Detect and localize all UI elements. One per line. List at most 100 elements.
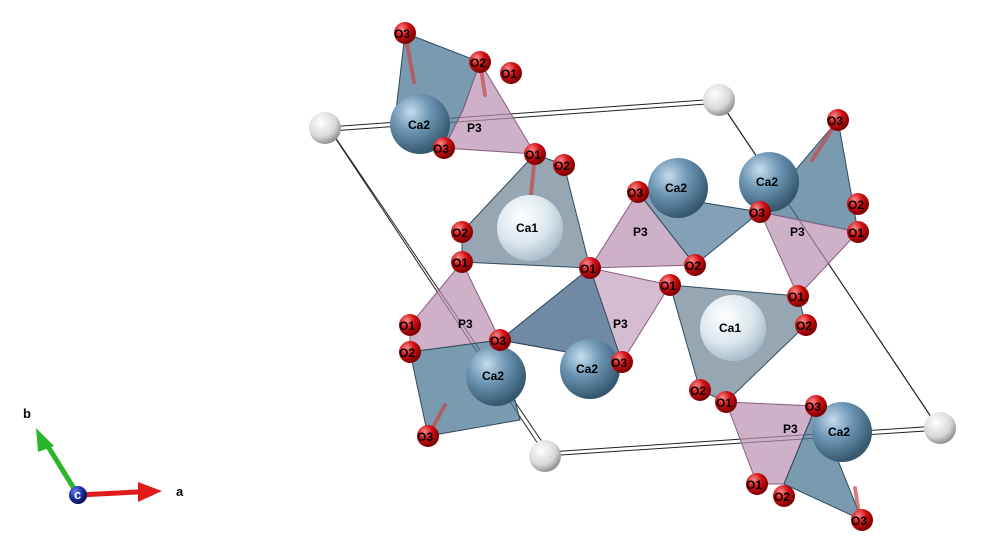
label-ca2: Ca2 [408, 118, 430, 132]
label-o3: O3 [611, 356, 627, 370]
label-o2: O2 [690, 384, 706, 398]
label-o1: O1 [525, 148, 541, 162]
label-ca1: Ca1 [719, 321, 741, 335]
label-ca1: Ca1 [516, 221, 538, 235]
label-o2: O2 [452, 226, 468, 240]
label-o3: O3 [394, 27, 410, 41]
o1-atom[interactable] [451, 251, 473, 273]
ca2-atoms [390, 94, 872, 462]
axis-b-arrowhead [36, 428, 54, 452]
o3-atom[interactable] [417, 425, 439, 447]
label-o2: O2 [399, 346, 415, 360]
corner-atom[interactable] [924, 412, 956, 444]
label-o3: O3 [417, 430, 433, 444]
axis-a-line [75, 489, 141, 498]
o1-atom[interactable] [659, 274, 681, 296]
label-ca2: Ca2 [482, 369, 504, 383]
ca1-atom[interactable] [700, 295, 766, 361]
ca1-atoms [497, 195, 766, 361]
o1-atom[interactable] [524, 143, 546, 165]
o3-atom[interactable] [851, 509, 873, 531]
label-ca2: Ca2 [828, 425, 850, 439]
ca2-atom[interactable] [648, 158, 708, 218]
axis-c-ball [69, 486, 87, 504]
label-o1: O1 [399, 319, 415, 333]
o3-atom[interactable] [394, 22, 416, 44]
label-o1: O1 [746, 478, 762, 492]
p3-tetrahedron [759, 211, 859, 297]
label-o3: O3 [749, 206, 765, 220]
label-o3: O3 [805, 400, 821, 414]
label-o1: O1 [788, 290, 804, 304]
ca2-atom[interactable] [560, 339, 620, 399]
label-o2: O2 [685, 259, 701, 273]
ca2-polyhedron [783, 404, 863, 521]
label-o3: O3 [827, 114, 843, 128]
o2-atom[interactable] [553, 154, 575, 176]
oxygen-atoms [394, 22, 873, 531]
o3-atom[interactable] [827, 109, 849, 131]
corner-atom[interactable] [309, 112, 341, 144]
ca2-atom[interactable] [812, 402, 872, 462]
o1-atom[interactable] [500, 62, 522, 84]
axis-b-line [41, 437, 81, 498]
label-p3: P3 [790, 225, 805, 239]
label-o2: O2 [848, 198, 864, 212]
ca1-atom[interactable] [497, 195, 563, 261]
o3-atom[interactable] [489, 329, 511, 351]
o3-atom[interactable] [433, 137, 455, 159]
o1-atom[interactable] [847, 221, 869, 243]
atom-labels: O3 O2 O1 Ca2 P3 O3 O1 O2 O3 Ca2 Ca2 O3 O… [394, 27, 867, 528]
o1-atom[interactable] [399, 314, 421, 336]
o2-atom[interactable] [795, 314, 817, 336]
label-o3: O3 [490, 334, 506, 348]
axis-b-label: b [23, 406, 31, 421]
o2-atom[interactable] [847, 193, 869, 215]
o1-atom[interactable] [715, 391, 737, 413]
label-o2: O2 [774, 490, 790, 504]
label-o1: O1 [716, 396, 732, 410]
label-o2: O2 [470, 56, 486, 70]
o3-atom[interactable] [749, 201, 771, 223]
corner-atom[interactable] [703, 84, 735, 116]
label-p3: P3 [613, 317, 628, 331]
label-o1: O1 [660, 279, 676, 293]
o3-atom[interactable] [805, 395, 827, 417]
o2-atom[interactable] [773, 485, 795, 507]
o3-atom[interactable] [611, 351, 633, 373]
ca2-polyhedron [498, 267, 623, 363]
label-o1: O1 [848, 226, 864, 240]
label-ca2: Ca2 [576, 362, 598, 376]
corner-atoms [309, 84, 956, 472]
ca2-atom[interactable] [739, 152, 799, 212]
axis-a-arrowhead [138, 482, 162, 502]
o2-atom[interactable] [451, 221, 473, 243]
label-ca2: Ca2 [756, 175, 778, 189]
o1-atom[interactable] [746, 473, 768, 495]
label-p3: P3 [458, 317, 473, 331]
axis-a-label: a [176, 484, 184, 499]
label-o2: O2 [796, 319, 812, 333]
axis-c-label: c [74, 487, 81, 502]
label-p3: P3 [467, 121, 482, 135]
axis-triad: b a c [23, 406, 184, 504]
label-ca2: Ca2 [665, 181, 687, 195]
label-p3: P3 [783, 422, 798, 436]
label-p3: P3 [633, 225, 648, 239]
corner-atom[interactable] [529, 440, 561, 472]
o1-atom[interactable] [579, 257, 601, 279]
o1-atom[interactable] [787, 285, 809, 307]
ca2-atom[interactable] [390, 94, 450, 154]
label-o2: O2 [554, 159, 570, 173]
o2-atom[interactable] [399, 341, 421, 363]
label-o1: O1 [580, 262, 596, 276]
o2-atom[interactable] [689, 379, 711, 401]
o2-atom[interactable] [469, 51, 491, 73]
o2-atom[interactable] [684, 254, 706, 276]
label-o3: O3 [433, 142, 449, 156]
ca2-atom[interactable] [466, 346, 526, 406]
o3-atom[interactable] [627, 181, 649, 203]
p3-tetrahedron [409, 261, 501, 353]
label-o1: O1 [501, 67, 517, 81]
